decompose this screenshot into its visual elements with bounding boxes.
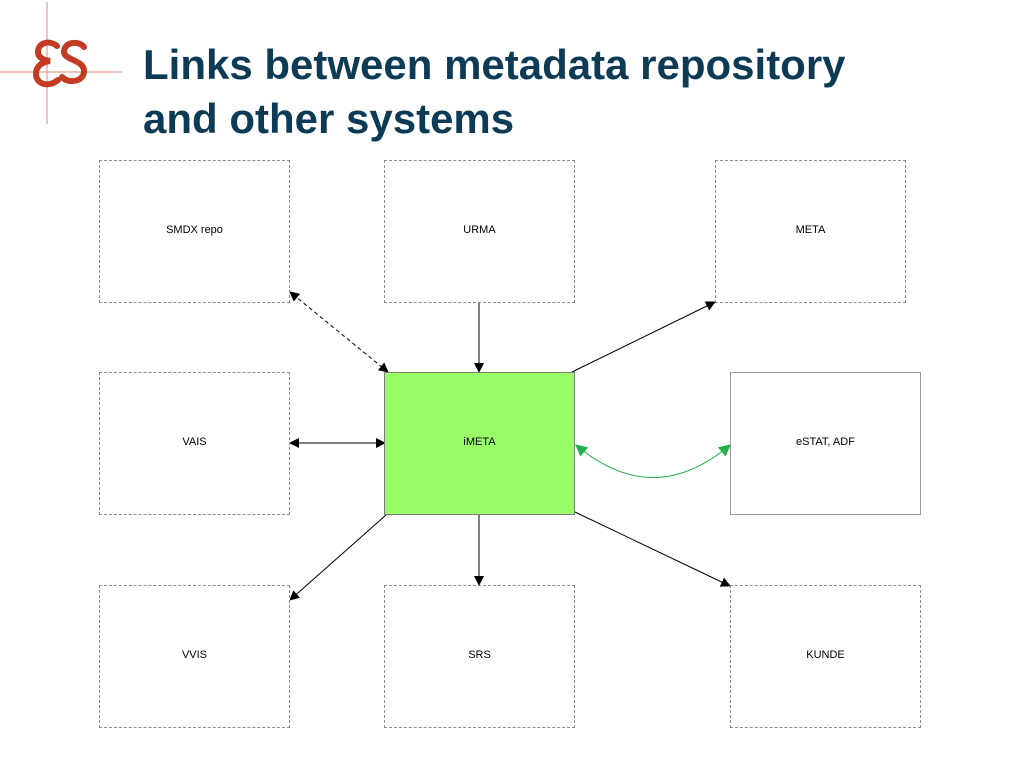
node-srs: SRS [384, 585, 575, 728]
slide-title: Links between metadata repository and ot… [143, 41, 846, 142]
node-label: KUNDE [806, 649, 845, 661]
es-logo-icon [0, 2, 122, 124]
edge-imeta-smdx [289, 291, 389, 373]
node-smdx-repo: SMDX repo [99, 160, 290, 303]
node-vais: VAIS [99, 372, 290, 515]
node-meta: META [715, 160, 906, 303]
node-label: eSTAT, ADF [796, 436, 855, 448]
node-imeta: iMETA [384, 372, 575, 515]
edge-imeta-meta [571, 301, 716, 373]
edge-imeta-estat [575, 444, 731, 478]
edge-imeta-vvis [289, 514, 387, 601]
node-label: URMA [463, 224, 496, 236]
node-label: SRS [468, 649, 491, 661]
node-label: META [795, 224, 826, 236]
node-label: VAIS [182, 436, 207, 448]
node-label: VVIS [181, 649, 208, 661]
node-kunde: KUNDE [730, 585, 921, 728]
node-estat-adf: eSTAT, ADF [730, 372, 921, 515]
node-urma: URMA [384, 160, 575, 303]
node-label: iMETA [463, 436, 496, 448]
node-label: SMDX repo [166, 224, 223, 236]
edge-imeta-kunde [574, 511, 731, 587]
node-vvis: VVIS [99, 585, 290, 728]
